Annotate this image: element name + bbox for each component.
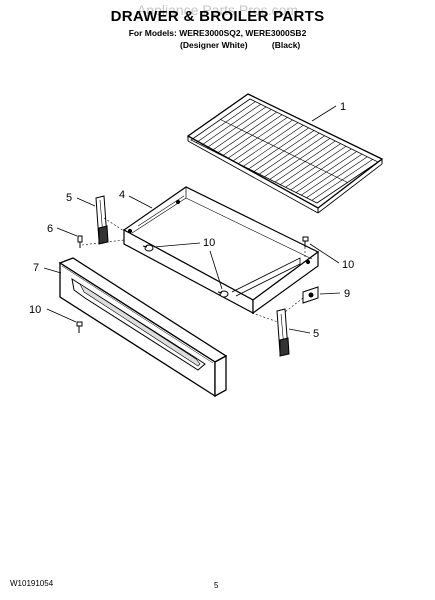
rack-center-bar (220, 119, 348, 183)
drawer-front-panel (58, 257, 228, 398)
callout-5-right: 5 (313, 328, 319, 340)
callout-6: 6 (47, 223, 53, 235)
screw-front-panel (76, 321, 83, 333)
page-title: DRAWER & BROILER PARTS (110, 8, 325, 25)
slide-bracket (302, 286, 319, 304)
screw-drawer-front (217, 290, 229, 298)
callout-4: 4 (119, 189, 125, 201)
callout-10-center: 10 (203, 237, 215, 249)
broiler-rack (186, 93, 384, 214)
callout-1: 1 (340, 101, 346, 113)
callout-5-left: 5 (66, 192, 72, 204)
callout-leaders (43, 105, 341, 334)
callout-9: 9 (344, 288, 350, 300)
screw-right (302, 236, 309, 247)
models-line: For Models: WERE3000SQ2, WERE3000SB2 (128, 28, 307, 38)
assembly-leaders (81, 217, 306, 323)
callout-10-front: 10 (29, 304, 41, 316)
callout-10-right: 10 (342, 259, 354, 271)
callout-labels: 1 4 5 6 7 10 10 10 9 5 (29, 101, 354, 340)
variant-black: (Black) (271, 40, 301, 50)
model-variants: (Designer White) (Black) (180, 40, 322, 50)
callout-7: 7 (33, 262, 39, 274)
page-number: 5 (214, 581, 219, 590)
drawer-slide-left (95, 195, 109, 245)
screw-part-6 (77, 235, 83, 248)
watermark-text: Appliance Parts Pros.com (136, 2, 299, 18)
screw-drawer-left (142, 244, 154, 252)
variant-designer-white: (Designer White) (180, 40, 248, 50)
drawer-slide-right (276, 308, 290, 357)
document-number: W10191054 (10, 579, 54, 588)
